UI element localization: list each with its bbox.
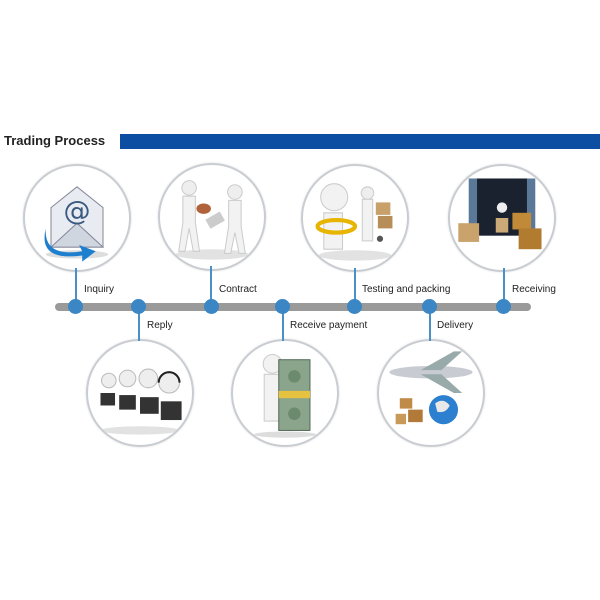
connector (282, 310, 284, 341)
container-boxes-icon (448, 164, 556, 272)
money-icon (231, 339, 339, 447)
step-dot-receiving (496, 299, 511, 314)
step-dot-inquiry (68, 299, 83, 314)
step-dot-contract (204, 299, 219, 314)
svg-text:@: @ (63, 196, 90, 227)
step-label-inquiry: Inquiry (84, 284, 115, 295)
connector (210, 266, 212, 304)
step-dot-delivery (422, 299, 437, 314)
email-icon: @ (23, 164, 131, 272)
connector (503, 268, 505, 304)
step-dot-testing-packing (347, 299, 362, 314)
connector (429, 310, 431, 341)
connector (75, 268, 77, 304)
airplane-globe-icon (377, 339, 485, 447)
step-label-reply: Reply (147, 320, 173, 331)
connector (138, 310, 140, 341)
step-label-delivery: Delivery (437, 320, 474, 331)
timeline-track (55, 303, 531, 311)
step-dot-reply (131, 299, 146, 314)
step-label-receiving: Receiving (512, 284, 556, 295)
step-label-contract: Contract (219, 284, 257, 295)
title-accent-bar (120, 134, 600, 149)
contract-handshake-icon (158, 163, 266, 271)
call-center-icon (86, 339, 194, 447)
step-dot-receive-payment (275, 299, 290, 314)
step-label-testing-packing: Testing and packing (362, 284, 451, 295)
step-label-receive-payment: Receive payment (290, 320, 368, 331)
connector (354, 268, 356, 304)
inspection-icon (301, 164, 409, 272)
section-title: Trading Process (4, 133, 106, 148)
